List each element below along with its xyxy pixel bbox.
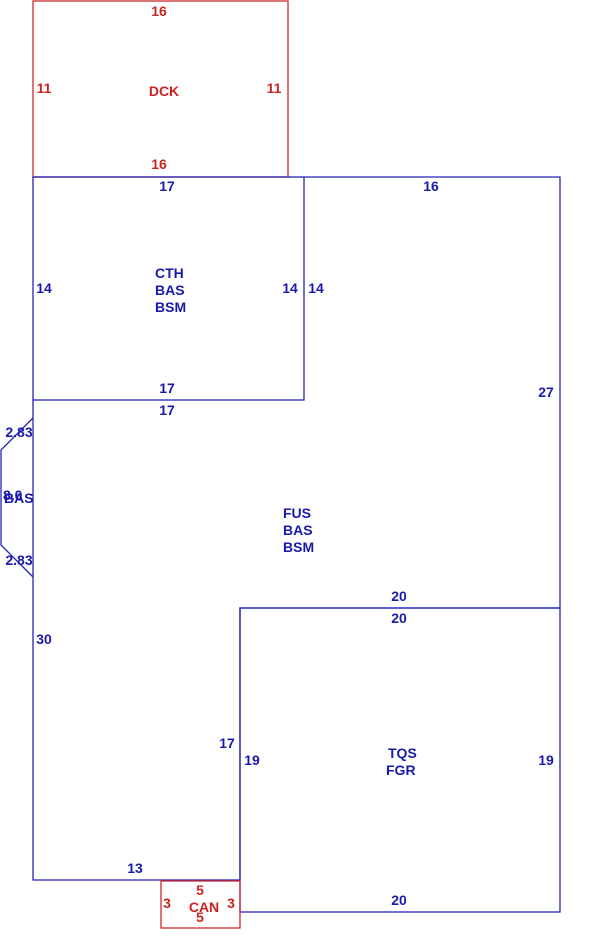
fus-top-under-cth-dim: 17 [159,402,175,418]
canopy-top-dim: 5 [196,882,204,898]
canopy-bottom-dim: 5 [196,909,204,925]
canopy-area: 5 3 3 CAN 5 [160,880,241,929]
bay-front-dim: 8.0 [3,487,23,503]
deck-label: DCK [149,83,179,99]
deck-area: 16 11 11 DCK 16 [32,0,289,178]
cth-area: 17 14 14 CTH BAS BSM 17 [32,176,305,401]
tqs-label-2: FGR [386,762,416,778]
fus-label-1: FUS [283,505,311,521]
fus-right-dim: 27 [538,384,554,400]
cth-top-dim: 17 [159,178,175,194]
bay-label: BAS [4,490,34,506]
fus-notch-dim: 17 [219,735,235,751]
fus-bottom-left-dim: 13 [127,860,143,876]
fus-step-dim: 20 [391,588,407,604]
tqs-area: 20 19 19 TQS FGR 20 [239,607,561,913]
fus-right-inner-dim: 14 [308,280,324,296]
canopy-left-dim: 3 [163,895,171,911]
canopy-outline [160,880,241,929]
tqs-top-dim: 20 [391,610,407,626]
cth-bottom-dim: 17 [159,380,175,396]
cth-left-dim: 14 [36,280,52,296]
canopy-label: CAN [189,899,219,915]
tqs-outline [239,607,561,913]
deck-right-dim: 11 [267,80,282,96]
tqs-right-dim: 19 [538,752,554,768]
bay-outline [0,417,34,578]
tqs-left-dim: 19 [244,752,260,768]
bay-area: 2.83 8.0 BAS 2.83 [0,417,34,578]
bay-lower-diag-dim: 2.83 [5,552,32,568]
deck-bottom-dim: 16 [151,156,167,172]
cth-label-3: BSM [155,299,186,315]
tqs-label-1: TQS [388,745,417,761]
fus-left-dim: 30 [36,631,52,647]
deck-left-dim: 11 [37,80,52,96]
fus-label-3: BSM [283,539,314,555]
canopy-right-dim: 3 [227,895,235,911]
bay-upper-diag-dim: 2.83 [5,424,32,440]
cth-outline [32,176,305,401]
fus-top-right-dim: 16 [423,178,439,194]
deck-top-dim: 16 [151,3,167,19]
cth-label-1: CTH [155,265,184,281]
fus-label-2: BAS [283,522,313,538]
cth-label-2: BAS [155,282,185,298]
cth-right-dim: 14 [282,280,298,296]
tqs-bottom-dim: 20 [391,892,407,908]
